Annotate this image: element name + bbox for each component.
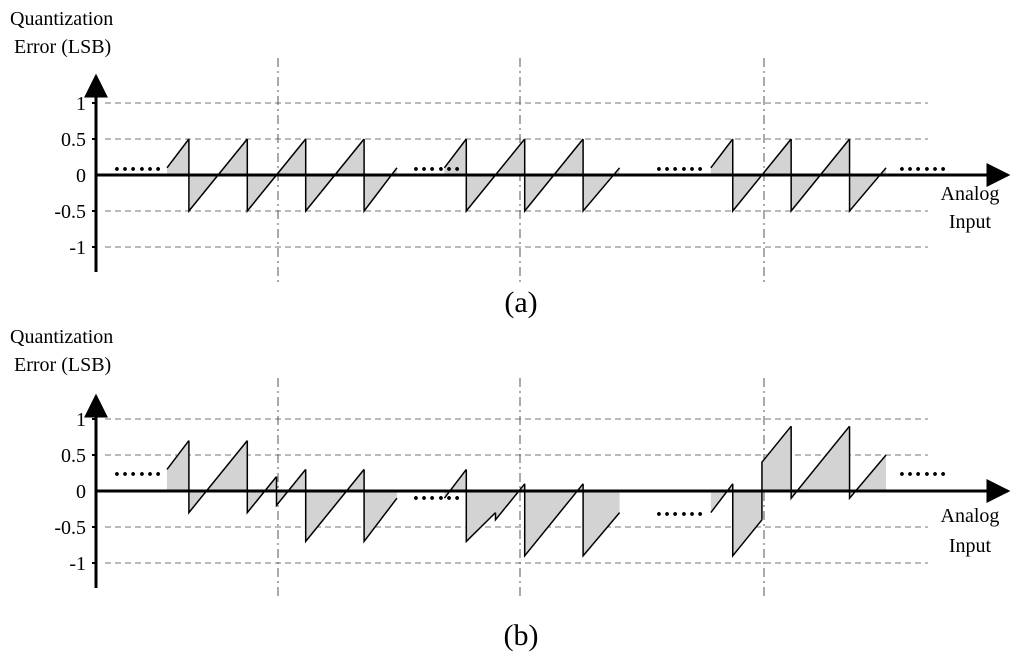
ellipsis: …… (412, 151, 462, 177)
sawtooth-segment (188, 440, 248, 515)
y-tick-label: 0.5 (61, 129, 86, 151)
sawtooth-segment (304, 138, 365, 214)
sawtooth-segment (848, 426, 887, 501)
sawtooth-segment (275, 468, 307, 508)
ellipsis: …… (655, 151, 705, 177)
sawtooth-segment (246, 138, 307, 214)
error-area (761, 426, 792, 520)
sawtooth-segment (443, 138, 467, 169)
panel-label: (b) (504, 619, 539, 652)
panel-b-sawtooth-lines (166, 425, 887, 558)
error-area (444, 139, 467, 175)
panel-a: Quantization Error (LSB) 1 0.5 0 -0.5 -1… (10, 8, 1011, 319)
sawtooth-segment (732, 483, 763, 558)
y-tick-label: -0.5 (54, 517, 86, 539)
ellipsis: …… (113, 456, 163, 482)
x-axis-label-line1: Analog (941, 505, 1000, 527)
x-axis-label-line2: Input (949, 535, 992, 557)
ellipsis: …… (898, 456, 948, 482)
sawtooth-segment (188, 138, 248, 214)
sawtooth-segment (523, 138, 584, 214)
ellipsis: …… (113, 151, 163, 177)
y-tick-label: 0 (76, 165, 86, 187)
panel-b-axes (84, 393, 1011, 588)
sawtooth-segment (246, 440, 278, 515)
sawtooth-segment (443, 468, 467, 499)
ellipsis: …… (412, 480, 462, 506)
panel-label: (a) (504, 286, 537, 319)
sawtooth-segment (710, 138, 734, 169)
error-area (732, 483, 762, 556)
ellipsis: …… (655, 496, 705, 522)
y-tick-label: 1 (76, 409, 86, 431)
sawtooth-segment (166, 138, 190, 169)
sawtooth-segment (166, 440, 190, 470)
y-axis-label-line2: Error (LSB) (14, 36, 111, 58)
panel-b-labels: Quantization Error (LSB) 1 0.5 0 -0.5 -1… (10, 326, 999, 652)
sawtooth-segment (790, 425, 851, 501)
sawtooth-segment (494, 483, 526, 522)
sawtooth-segment (761, 425, 792, 520)
error-area (167, 440, 189, 491)
sawtooth-segment (465, 138, 526, 214)
sawtooth-segment (732, 138, 792, 214)
sawtooth-segment (465, 469, 497, 544)
error-area (583, 483, 620, 556)
sawtooth-segment (582, 483, 621, 558)
y-tick-label: -0.5 (54, 201, 86, 223)
x-axis-label-line1: Analog (941, 183, 1000, 205)
y-axis-label-line2: Error (LSB) (14, 354, 111, 376)
error-area (849, 426, 887, 499)
sawtooth-segment (304, 468, 365, 544)
y-tick-label: 0 (76, 481, 86, 503)
y-axis-label-line1: Quantization (10, 8, 113, 30)
sawtooth-segment (363, 139, 398, 214)
error-area (167, 139, 189, 175)
ellipsis: …… (898, 151, 948, 177)
panel-b: Quantization Error (LSB) 1 0.5 0 -0.5 -1… (10, 326, 1011, 652)
y-tick-label: -1 (69, 237, 86, 259)
y-tick-label: 0.5 (61, 445, 86, 467)
panel-a-labels: Quantization Error (LSB) 1 0.5 0 -0.5 -1… (10, 8, 999, 319)
error-area (710, 139, 733, 175)
sawtooth-segment (363, 469, 398, 544)
error-area (247, 440, 277, 513)
error-area (466, 469, 496, 542)
panel-a-axes (84, 73, 1011, 272)
sawtooth-segment (848, 139, 887, 214)
y-tick-label: -1 (69, 553, 86, 575)
y-axis-label-line1: Quantization (10, 326, 113, 348)
error-area (364, 469, 397, 542)
sawtooth-segment (582, 139, 621, 214)
panel-a-sawtooth-lines (166, 138, 887, 214)
y-tick-label: 1 (76, 93, 86, 115)
x-axis-label-line2: Input (949, 211, 992, 233)
sawtooth-segment (523, 483, 584, 558)
sawtooth-segment (790, 138, 851, 214)
sawtooth-segment (710, 483, 734, 514)
